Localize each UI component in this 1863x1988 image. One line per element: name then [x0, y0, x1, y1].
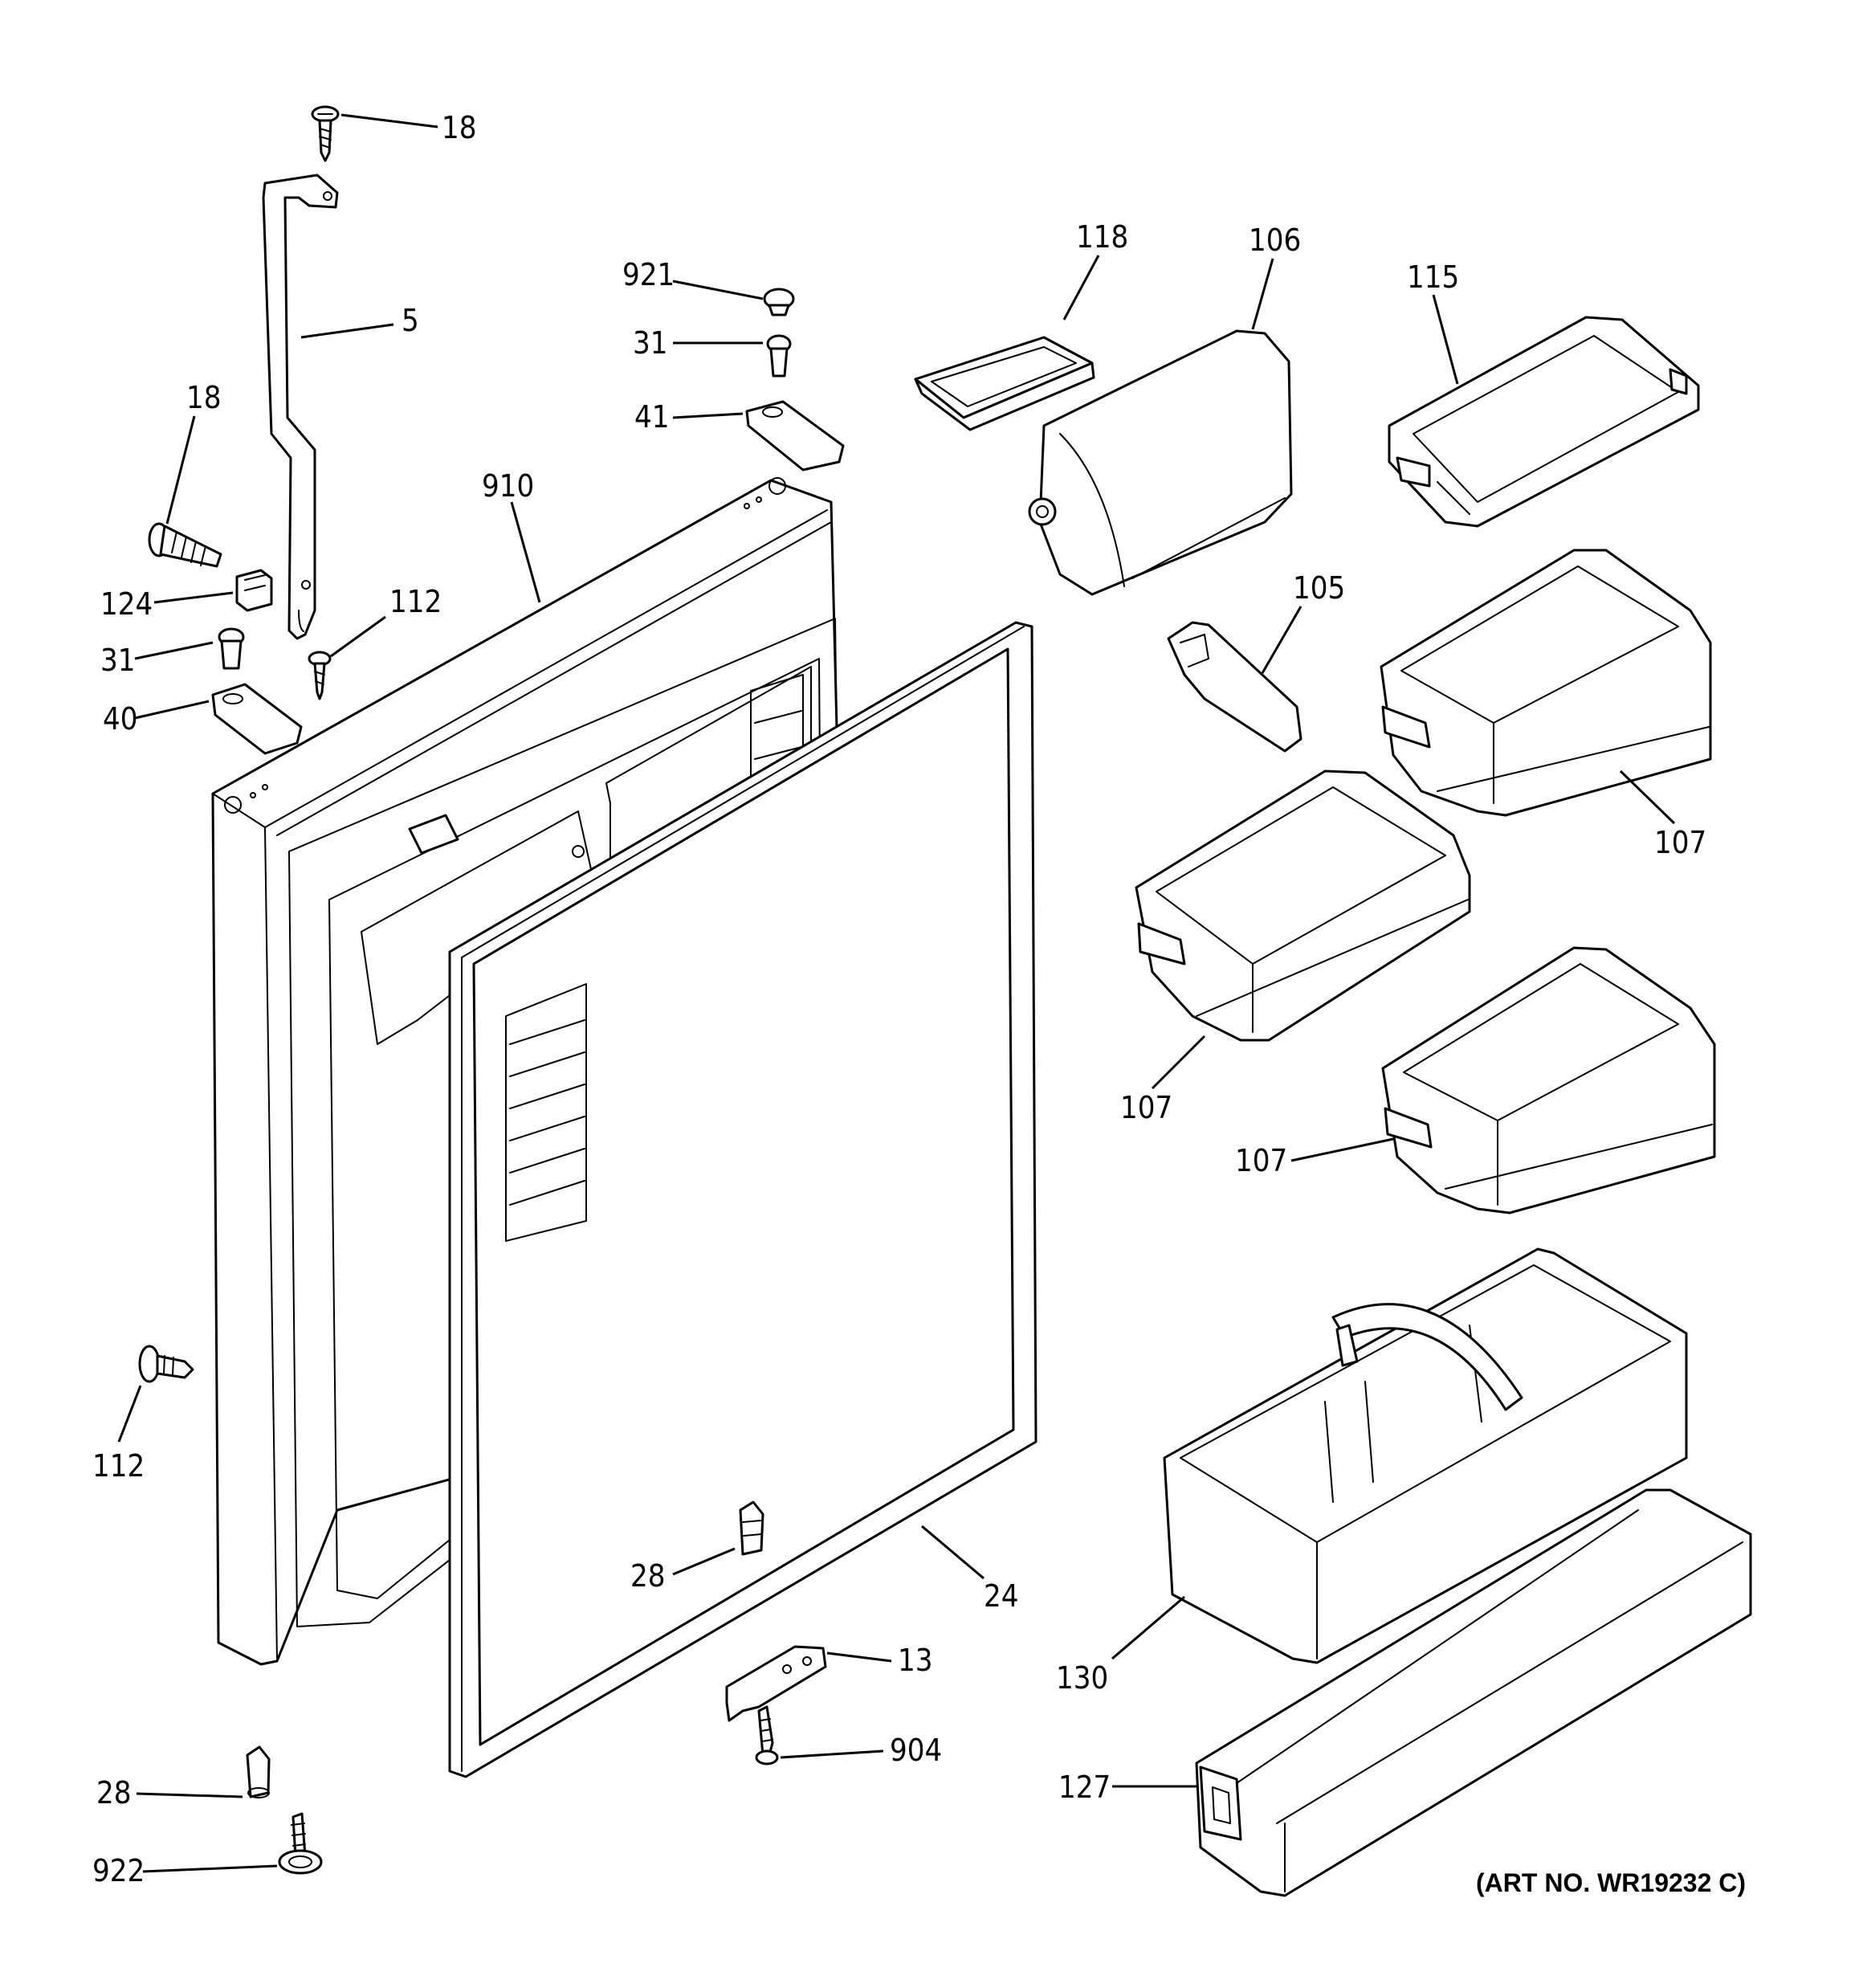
callout-105: 105	[1293, 570, 1345, 606]
callout-28-lower: 28	[96, 1775, 132, 1810]
callout-124: 124	[100, 586, 153, 622]
leader-28-lower	[136, 1792, 243, 1798]
leader-112-lower	[117, 1385, 142, 1443]
leader-41	[672, 412, 744, 419]
leader-910	[510, 501, 541, 603]
callout-112-upper: 112	[389, 584, 442, 619]
callout-41: 41	[634, 399, 670, 435]
part-clip-124	[235, 569, 273, 612]
callout-107-middle: 107	[1120, 1090, 1172, 1125]
part-plug-31-upper	[766, 334, 792, 378]
part-screw-112-upper	[308, 651, 332, 700]
part-bin-127	[1195, 1488, 1752, 1897]
part-screw-18-left	[148, 522, 222, 568]
leader-105	[1261, 606, 1302, 674]
part-plug-28-lower	[246, 1745, 271, 1798]
callout-130: 130	[1056, 1660, 1108, 1696]
leader-31-left	[134, 641, 214, 660]
callout-904: 904	[890, 1733, 942, 1768]
part-cover-106	[1028, 329, 1293, 596]
leader-124	[153, 591, 234, 604]
callout-115: 115	[1407, 259, 1459, 295]
callout-118: 118	[1076, 219, 1128, 255]
callout-28-center: 28	[630, 1558, 666, 1594]
callout-921: 921	[622, 257, 675, 292]
part-bin-107-upper	[1380, 549, 1712, 817]
part-lower-hinge-13	[725, 1645, 827, 1722]
leader-24	[921, 1525, 984, 1580]
callout-127: 127	[1058, 1770, 1111, 1805]
art-number: (ART NO. WR19232 C)	[1476, 1868, 1746, 1897]
part-screw-922	[278, 1812, 323, 1875]
leader-13	[826, 1651, 892, 1663]
part-hinge-bracket-5	[262, 173, 339, 640]
part-bin-107-lower	[1381, 946, 1716, 1214]
callout-910: 910	[482, 468, 534, 504]
part-screw-904	[755, 1705, 779, 1766]
leader-28-center	[672, 1547, 736, 1576]
leader-107-upper	[1619, 769, 1676, 825]
leader-904	[780, 1749, 884, 1759]
part-screw-18-top	[311, 105, 340, 162]
part-bin-107-middle	[1135, 769, 1471, 1042]
callout-5: 5	[402, 303, 419, 338]
leader-5	[300, 323, 394, 339]
leader-18-left	[165, 415, 196, 525]
callout-31-left: 31	[100, 643, 136, 678]
callout-18-left: 18	[186, 380, 222, 415]
callout-18-top: 18	[442, 110, 477, 145]
callout-31-upper: 31	[633, 325, 668, 361]
leader-40	[134, 700, 210, 720]
part-plug-31-left	[218, 627, 245, 670]
callout-112-lower: 112	[92, 1448, 145, 1484]
part-bin-115	[1388, 316, 1700, 528]
callout-922: 922	[92, 1853, 145, 1888]
callout-24: 24	[984, 1578, 1019, 1614]
leader-lines	[117, 113, 1676, 1873]
part-screw-112-lower	[138, 1345, 194, 1383]
leader-130	[1111, 1595, 1185, 1660]
part-hinge-cover-41	[745, 400, 845, 471]
part-cap-921	[763, 288, 795, 316]
leader-107-lower	[1290, 1137, 1394, 1162]
part-tray-118	[914, 336, 1095, 431]
leader-106	[1251, 258, 1274, 330]
callout-40: 40	[103, 701, 138, 737]
leader-18-top	[340, 113, 438, 129]
part-bracket-105	[1167, 621, 1302, 753]
leader-922	[142, 1864, 278, 1873]
leader-921	[672, 280, 764, 300]
part-gasket-24	[448, 621, 1037, 1778]
part-bin-130	[1163, 1247, 1688, 1664]
leader-115	[1432, 294, 1459, 385]
leader-112-upper	[330, 615, 386, 658]
callout-13: 13	[898, 1643, 933, 1678]
part-hinge-cover-40	[211, 683, 303, 755]
callout-107-upper: 107	[1654, 825, 1706, 860]
part-plug-28-center	[739, 1500, 764, 1556]
leader-107-middle	[1151, 1035, 1206, 1090]
callout-107-lower: 107	[1235, 1143, 1287, 1178]
leader-118	[1062, 255, 1100, 320]
callout-labels: 18 5 18 910 124 112 31 40 921 31 41 118 …	[92, 110, 1706, 1888]
callout-106: 106	[1249, 222, 1301, 258]
